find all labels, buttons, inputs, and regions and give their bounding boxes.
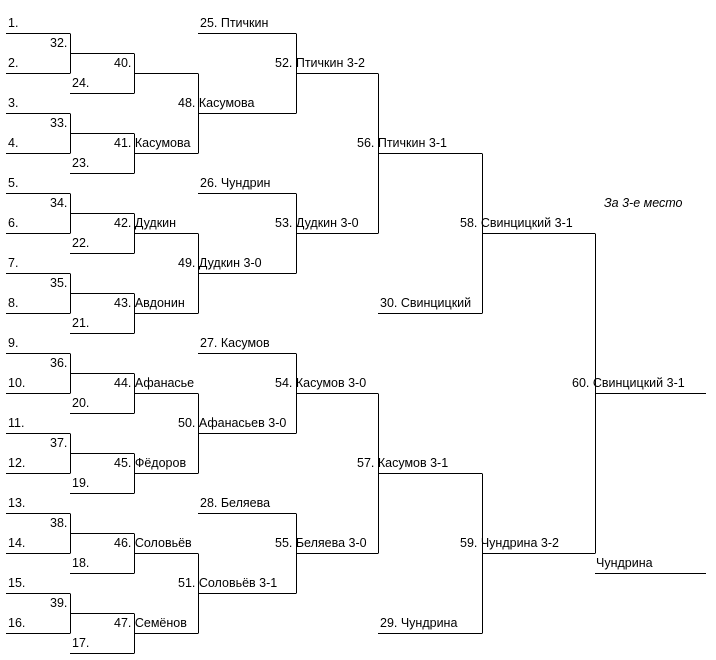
entry-26: 26. Чундрин — [200, 176, 271, 190]
loser-24: 24. — [72, 76, 90, 90]
match-46: 46. Соловьёв — [114, 536, 192, 550]
entry-7: 7. — [8, 256, 19, 270]
match-35: 35. — [50, 276, 68, 290]
match-45: 45. Фёдоров — [114, 456, 187, 470]
match-43: 43. Авдонин — [114, 296, 185, 310]
match-52: 52. Птичкин 3-2 — [275, 56, 365, 70]
match-57: 57. Касумов 3-1 — [357, 456, 449, 470]
match-51: 51. Соловьёв 3-1 — [178, 576, 278, 590]
entry-30: 30. Свинцицкий — [380, 296, 472, 310]
match-33: 33. — [50, 116, 68, 130]
entry-1: 1. — [8, 16, 19, 30]
match-59: 59. Чундрина 3-2 — [460, 536, 559, 550]
match-48: 48. Касумова — [178, 96, 255, 110]
entry-9: 9. — [8, 336, 19, 350]
match-32: 32. — [50, 36, 68, 50]
entry-3: 3. — [8, 96, 19, 110]
match-42: 42. Дудкин — [114, 216, 177, 230]
entry-28: 28. Беляева — [200, 496, 271, 510]
entry-15: 15. — [8, 576, 26, 590]
entry-25: 25. Птичкин — [200, 16, 269, 30]
entry-6: 6. — [8, 216, 19, 230]
loser-20: 20. — [72, 396, 90, 410]
entry-5: 5. — [8, 176, 19, 190]
match-47: 47. Семёнов — [114, 616, 187, 630]
third-place-title: За 3-е место — [604, 196, 683, 210]
match-40: 40. — [114, 56, 132, 70]
loser-22: 22. — [72, 236, 90, 250]
match-53: 53. Дудкин 3-0 — [275, 216, 359, 230]
match-54: 54. Касумов 3-0 — [275, 376, 367, 390]
match-39: 39. — [50, 596, 68, 610]
match-34: 34. — [50, 196, 68, 210]
match-55: 55. Беляева 3-0 — [275, 536, 367, 550]
entry-10: 10. — [8, 376, 26, 390]
entry-4: 4. — [8, 136, 19, 150]
match-41: 41. Касумова — [114, 136, 191, 150]
third-place-winner: Чундрина — [596, 556, 653, 570]
entry-2: 2. — [8, 56, 19, 70]
entry-16: 16. — [8, 616, 26, 630]
match-49: 49. Дудкин 3-0 — [178, 256, 262, 270]
match-44: 44. Афанасье — [114, 376, 195, 390]
loser-23: 23. — [72, 156, 90, 170]
entry-27: 27. Касумов — [200, 336, 270, 350]
entry-8: 8. — [8, 296, 19, 310]
match-56: 56. Птичкин 3-1 — [357, 136, 447, 150]
match-60: 60. Свинцицкий 3-1 — [572, 376, 685, 390]
loser-17: 17. — [72, 636, 90, 650]
match-37: 37. — [50, 436, 68, 450]
entry-12: 12. — [8, 456, 26, 470]
entry-14: 14. — [8, 536, 26, 550]
loser-21: 21. — [72, 316, 90, 330]
loser-19: 19. — [72, 476, 90, 490]
match-58: 58. Свинцицкий 3-1 — [460, 216, 573, 230]
entry-13: 13. — [8, 496, 26, 510]
loser-18: 18. — [72, 556, 90, 570]
match-38: 38. — [50, 516, 68, 530]
entry-29: 29. Чундрина — [380, 616, 458, 630]
match-36: 36. — [50, 356, 68, 370]
entry-11: 11. — [8, 416, 25, 430]
match-50: 50. Афанасьев 3-0 — [178, 416, 287, 430]
